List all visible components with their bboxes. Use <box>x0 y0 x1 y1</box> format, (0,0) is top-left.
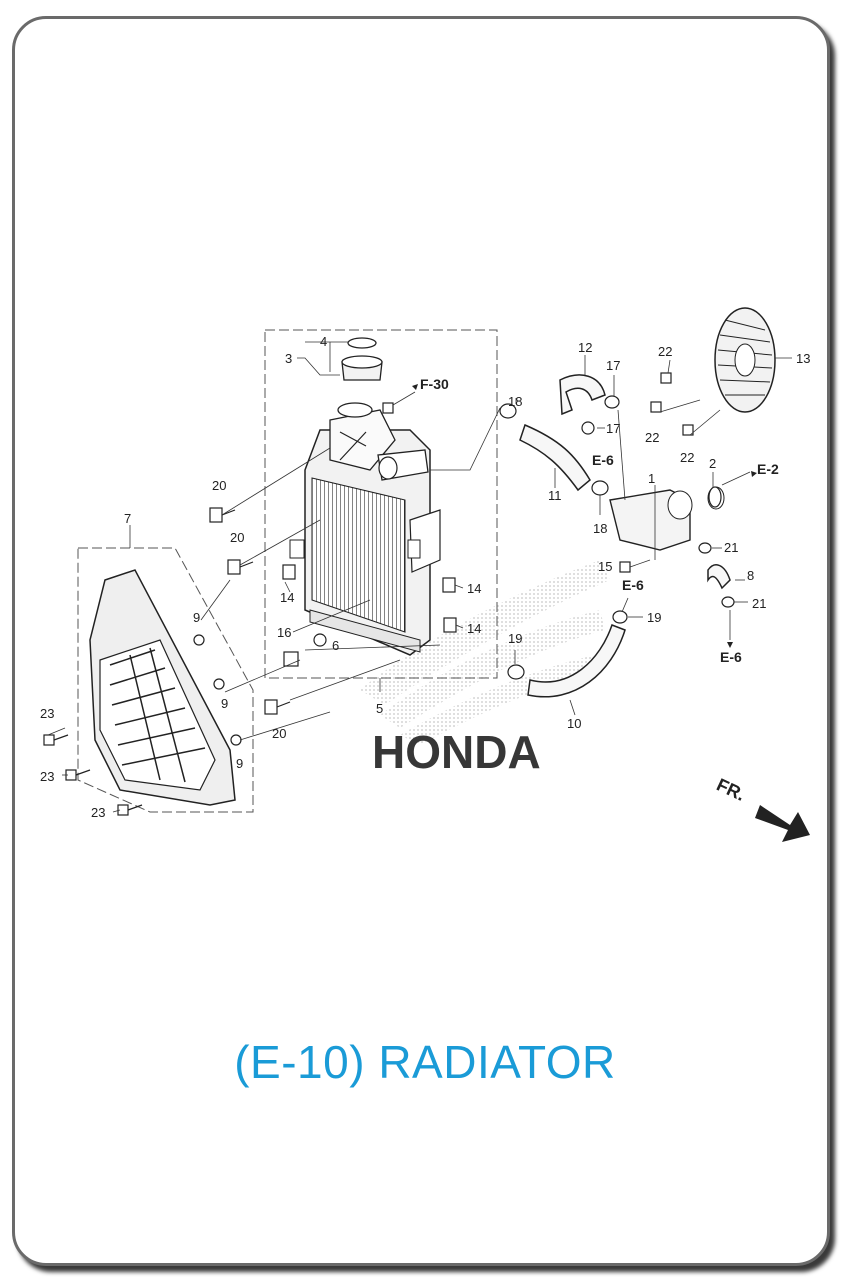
callout-7: 7 <box>124 511 131 526</box>
honda-watermark-text: HONDA <box>372 726 541 778</box>
front-direction-label: FR. <box>714 774 749 804</box>
callout-5: 5 <box>376 701 383 716</box>
ref-e6-b: E-6 <box>622 577 644 593</box>
callout-20-a: 20 <box>212 478 226 493</box>
callout-4: 4 <box>320 334 327 349</box>
callout-23-c: 23 <box>91 805 105 820</box>
callout-22-a: 22 <box>658 344 672 359</box>
callout-21-b: 21 <box>752 596 766 611</box>
callout-9-a: 9 <box>193 610 200 625</box>
callout-6: 6 <box>332 638 339 653</box>
radiator-cap <box>341 337 383 381</box>
callout-12: 12 <box>578 340 592 355</box>
callout-22-b: 22 <box>645 430 659 445</box>
callout-15: 15 <box>598 559 612 574</box>
assembly-boxes <box>77 329 498 813</box>
callout-11: 11 <box>548 488 562 503</box>
radiator-grille <box>89 569 236 806</box>
ref-arrows <box>412 384 757 648</box>
callout-19-a: 19 <box>508 631 522 646</box>
callout-14-c: 14 <box>467 621 481 636</box>
ref-f30: F-30 <box>420 376 449 392</box>
callout-10: 10 <box>567 716 581 731</box>
callout-14-b: 14 <box>467 581 481 596</box>
page-title: (E-10) RADIATOR <box>234 1036 616 1088</box>
callout-16: 16 <box>277 625 291 640</box>
callout-22-c: 22 <box>680 450 694 465</box>
ref-e2: E-2 <box>757 461 779 477</box>
front-direction-arrow: FR. <box>714 774 810 842</box>
callout-8: 8 <box>747 568 754 583</box>
ref-e6-c: E-6 <box>720 649 742 665</box>
callout-14-a: 14 <box>280 590 294 605</box>
cooling-fan <box>714 307 776 413</box>
honda-wing-watermark: HONDA <box>360 560 610 778</box>
callout-18-b: 18 <box>593 521 607 536</box>
ref-e6-a: E-6 <box>592 452 614 468</box>
leader-lines <box>47 341 792 813</box>
callout-18-a: 18 <box>508 394 522 409</box>
callout-1: 1 <box>648 471 655 486</box>
callout-23-a: 23 <box>40 706 54 721</box>
callout-9-b: 9 <box>221 696 228 711</box>
callout-20-b: 20 <box>230 530 244 545</box>
callout-20-c: 20 <box>272 726 286 741</box>
water-pump-body <box>609 486 725 551</box>
fasteners <box>43 372 735 816</box>
callout-13: 13 <box>796 351 810 366</box>
callout-19-b: 19 <box>647 610 661 625</box>
callout-23-b: 23 <box>40 769 54 784</box>
hoses <box>519 374 731 698</box>
callout-2: 2 <box>709 456 716 471</box>
callout-17-a: 17 <box>606 358 620 373</box>
callout-17-b: 17 <box>606 421 620 436</box>
callout-21-a: 21 <box>724 540 738 555</box>
radiator-core <box>289 402 441 656</box>
callout-9-c: 9 <box>236 756 243 771</box>
callout-3: 3 <box>285 351 292 366</box>
